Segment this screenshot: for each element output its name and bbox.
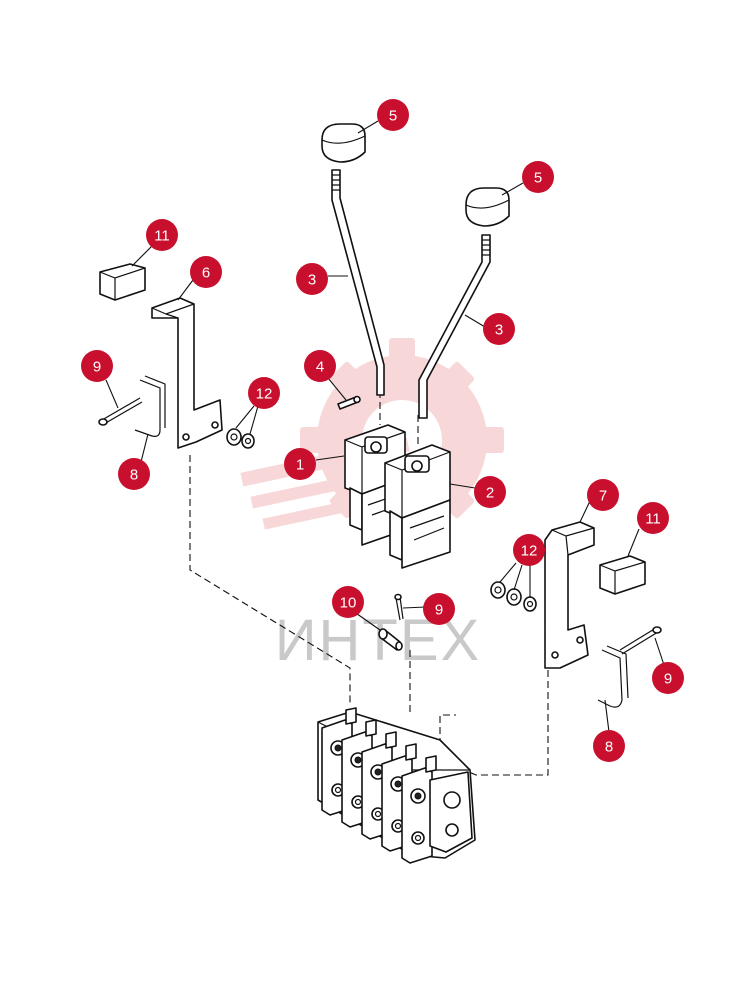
callout-2: 2	[474, 476, 506, 508]
callout-6: 6	[190, 256, 222, 288]
callout-label: 9	[435, 602, 443, 619]
callout-label: 1	[296, 457, 304, 474]
control-lever-right	[418, 234, 491, 419]
callout-11a: 11	[146, 219, 178, 251]
callout-label: 12	[256, 386, 273, 403]
callout-label: 6	[202, 265, 210, 282]
callout-label: 11	[645, 511, 661, 528]
callout-5a: 5	[377, 99, 409, 131]
control-lever-left	[331, 169, 385, 396]
rubber-boot-left	[99, 263, 146, 301]
pilot-valve-right	[384, 444, 451, 569]
callout-10: 10	[332, 586, 364, 618]
callout-11b: 11	[637, 502, 669, 534]
rubber-boot-right	[599, 555, 646, 595]
cotter-pin-center	[394, 593, 404, 621]
lever-knob-right	[465, 187, 510, 227]
callout-9a: 9	[81, 350, 113, 382]
callout-label: 4	[316, 359, 324, 376]
main-control-valve	[317, 707, 476, 864]
callout-7: 7	[587, 479, 619, 511]
callout-label: 8	[605, 739, 613, 756]
callout-9b: 9	[423, 593, 455, 625]
callout-label: 5	[534, 170, 542, 187]
lever-knob-left	[321, 123, 366, 163]
callout-label: 11	[154, 228, 170, 245]
callout-9c: 9	[652, 662, 684, 694]
u-bolt-left	[134, 375, 166, 437]
callout-label: 9	[93, 359, 101, 376]
callout-5b: 5	[522, 161, 554, 193]
u-bolt-right	[597, 645, 629, 708]
bracket-left	[151, 297, 223, 449]
callout-12a: 12	[248, 377, 280, 409]
link-pin	[378, 628, 403, 651]
washer-set-right	[490, 581, 537, 612]
pin	[337, 395, 361, 410]
bracket-right	[544, 521, 595, 669]
callouts: 5 5 3 3 4 1 2 11	[81, 99, 684, 762]
callout-8b: 8	[593, 730, 625, 762]
callout-label: 3	[308, 272, 316, 289]
callout-4: 4	[304, 350, 336, 382]
callout-1: 1	[284, 448, 316, 480]
callout-3b: 3	[483, 313, 515, 345]
callout-label: 12	[521, 543, 538, 560]
cotter-pin-right	[619, 626, 662, 655]
callout-8a: 8	[118, 458, 150, 490]
callout-label: 5	[389, 108, 397, 125]
callout-label: 2	[486, 485, 494, 502]
callout-3a: 3	[296, 263, 328, 295]
callout-12b: 12	[513, 534, 545, 566]
washer-set-left	[226, 428, 255, 449]
assembly-dashed-lines	[189, 380, 549, 776]
callout-label: 9	[664, 671, 672, 688]
callout-label: 7	[599, 488, 607, 505]
callout-label: 3	[495, 322, 503, 339]
callout-label: 10	[340, 595, 357, 612]
cotter-pin-left	[98, 397, 143, 426]
callout-label: 8	[130, 467, 138, 484]
